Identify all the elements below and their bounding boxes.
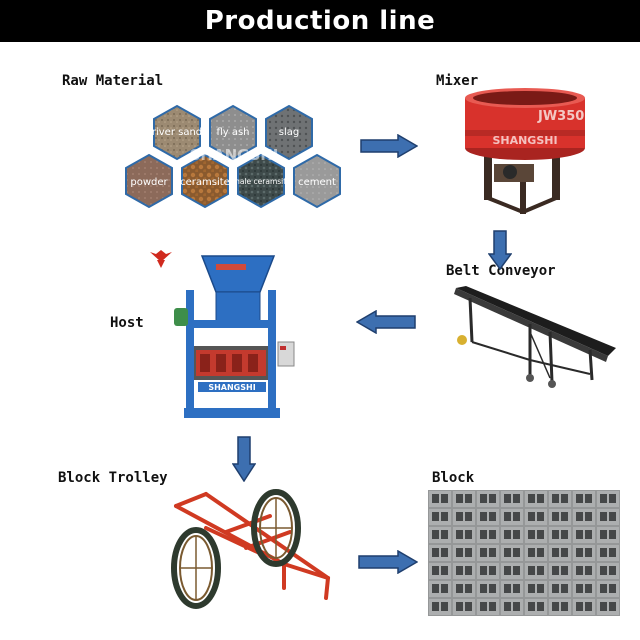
label-mixer: Mixer	[436, 73, 479, 89]
hex-label-powder: powder	[130, 177, 168, 188]
arrow-left-1	[356, 310, 416, 334]
label-belt-conveyor: Belt Conveyor	[446, 263, 556, 279]
arrow-right-2	[358, 550, 418, 574]
mixer-model-text: JW350	[537, 109, 584, 124]
watermark-text: SHANGSHI	[190, 146, 279, 164]
hex-ceramsite: ceramsite	[180, 153, 230, 209]
hex-shale-ceramsite: shale ceramsite	[231, 153, 291, 209]
hex-river-sand: river sand	[152, 104, 202, 161]
host-machine-image: SHANGSHI	[174, 255, 295, 418]
block-trolley-image	[171, 489, 330, 609]
page-title: Production line	[204, 6, 436, 36]
arrow-down-1	[488, 230, 512, 270]
hex-label-shale-ceramsite: shale ceramsite	[231, 177, 291, 186]
arrow-down-2	[232, 436, 256, 482]
hex-powder: powder	[125, 153, 173, 209]
hex-label-ceramsite: ceramsite	[180, 177, 230, 188]
label-block-trolley: Block Trolley	[58, 470, 168, 486]
belt-conveyor-image	[454, 286, 616, 388]
mixer-watermark: SHANGSHI	[492, 134, 557, 147]
arrow-right-1	[360, 134, 418, 158]
hex-cement: cement	[293, 153, 341, 209]
label-raw-material: Raw Material	[62, 73, 164, 89]
raw-material-hexagons: river sand fly ash slag powder ceramsite…	[125, 104, 341, 209]
hex-label-cement: cement	[298, 177, 336, 188]
hex-slag: slag	[265, 104, 313, 161]
host-plate-text: SHANGSHI	[208, 383, 255, 392]
mixer-image: JW350 SHANGSHI	[465, 88, 585, 214]
label-block: Block	[432, 470, 475, 486]
hex-label-fly-ash: fly ash	[216, 127, 249, 138]
brand-logo-icon	[150, 250, 172, 268]
hex-label-slag: slag	[279, 127, 299, 138]
hex-fly-ash: fly ash	[209, 104, 257, 161]
block-image	[428, 490, 620, 616]
header-banner: Production line	[0, 0, 640, 42]
label-host: Host	[110, 315, 144, 331]
hex-label-river-sand: river sand	[152, 127, 202, 138]
